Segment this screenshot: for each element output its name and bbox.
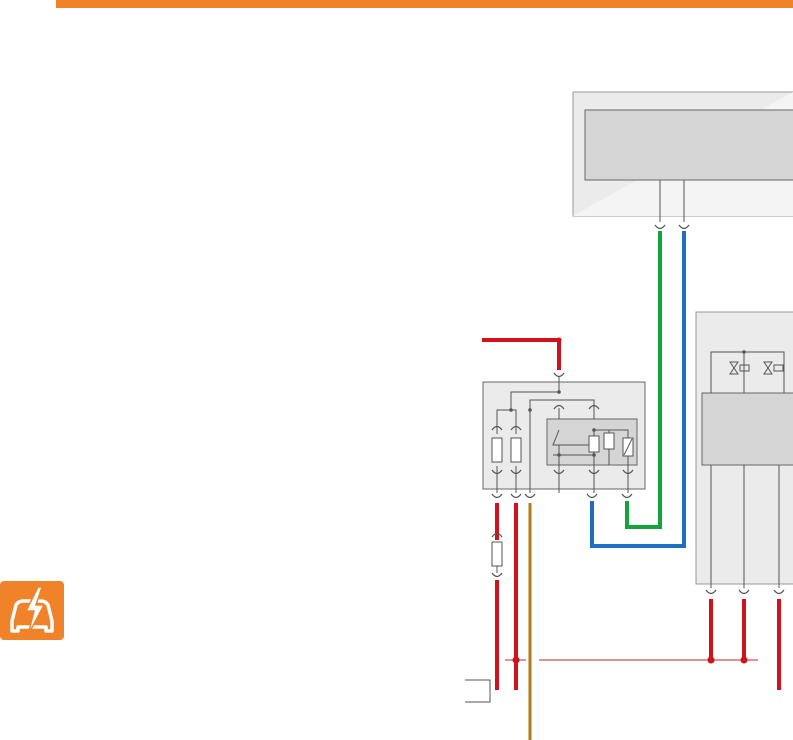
control-module-top xyxy=(572,91,793,222)
inline-fuse xyxy=(491,532,503,578)
car-outline xyxy=(10,599,54,633)
ground-line xyxy=(505,656,758,664)
valve-module-right xyxy=(695,311,793,595)
relay-fuse-box xyxy=(482,372,646,499)
bracket-symbol xyxy=(465,679,491,703)
connector-top xyxy=(654,224,690,230)
wire-blue xyxy=(590,231,686,548)
high-voltage-vehicle-icon xyxy=(0,581,64,640)
wire-red-right xyxy=(709,599,781,690)
wire-green xyxy=(625,231,662,529)
orange-header-bar xyxy=(56,0,793,8)
wire-red-supply xyxy=(482,338,561,370)
lightning-bolt xyxy=(24,586,46,636)
